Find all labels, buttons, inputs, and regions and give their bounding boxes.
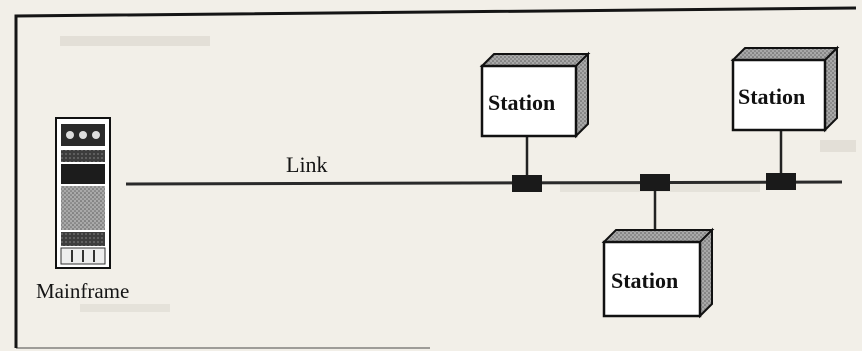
station-3-label: Station [611,268,678,293]
station-3: Station [604,230,712,316]
link-line [126,182,842,184]
connector-2 [640,174,670,191]
station-1-label: Station [488,90,555,115]
station-2-label: Station [738,84,805,109]
station-2: Station [733,48,837,130]
mainframe-label: Mainframe [36,279,129,303]
station-1: Station [482,54,588,136]
connector-3 [766,173,796,190]
mainframe-icon [56,118,110,268]
link-label: Link [286,152,328,177]
figure-border [16,8,856,348]
connector-1 [512,175,542,192]
